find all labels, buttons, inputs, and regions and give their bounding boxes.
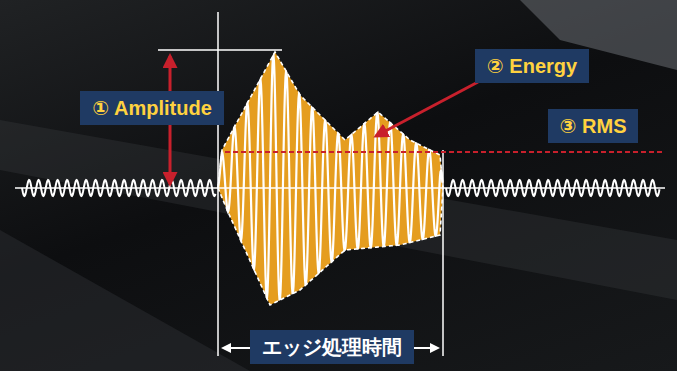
peak-line: [158, 49, 282, 51]
boundary-line: [217, 12, 219, 356]
noise-wave: [22, 180, 216, 196]
energy-arrow: [376, 82, 478, 136]
noise-wave: [446, 180, 660, 196]
label-box: ② Energy: [475, 49, 589, 83]
wave-layer: [15, 52, 665, 305]
label-text: ② Energy: [487, 54, 577, 78]
boundary-line: [442, 150, 444, 356]
label-box: ③ RMS: [548, 109, 639, 143]
rms-line: [225, 151, 662, 153]
label-box: エッジ処理時間: [250, 330, 414, 364]
label-box: ① Amplitude: [80, 91, 224, 125]
label-text: エッジ処理時間: [262, 335, 402, 359]
background-band: [0, 230, 250, 371]
energy-envelope: [218, 52, 443, 305]
label-text: ③ RMS: [560, 114, 627, 138]
burst-wave: [218, 56, 443, 300]
label-text: ① Amplitude: [92, 96, 212, 120]
